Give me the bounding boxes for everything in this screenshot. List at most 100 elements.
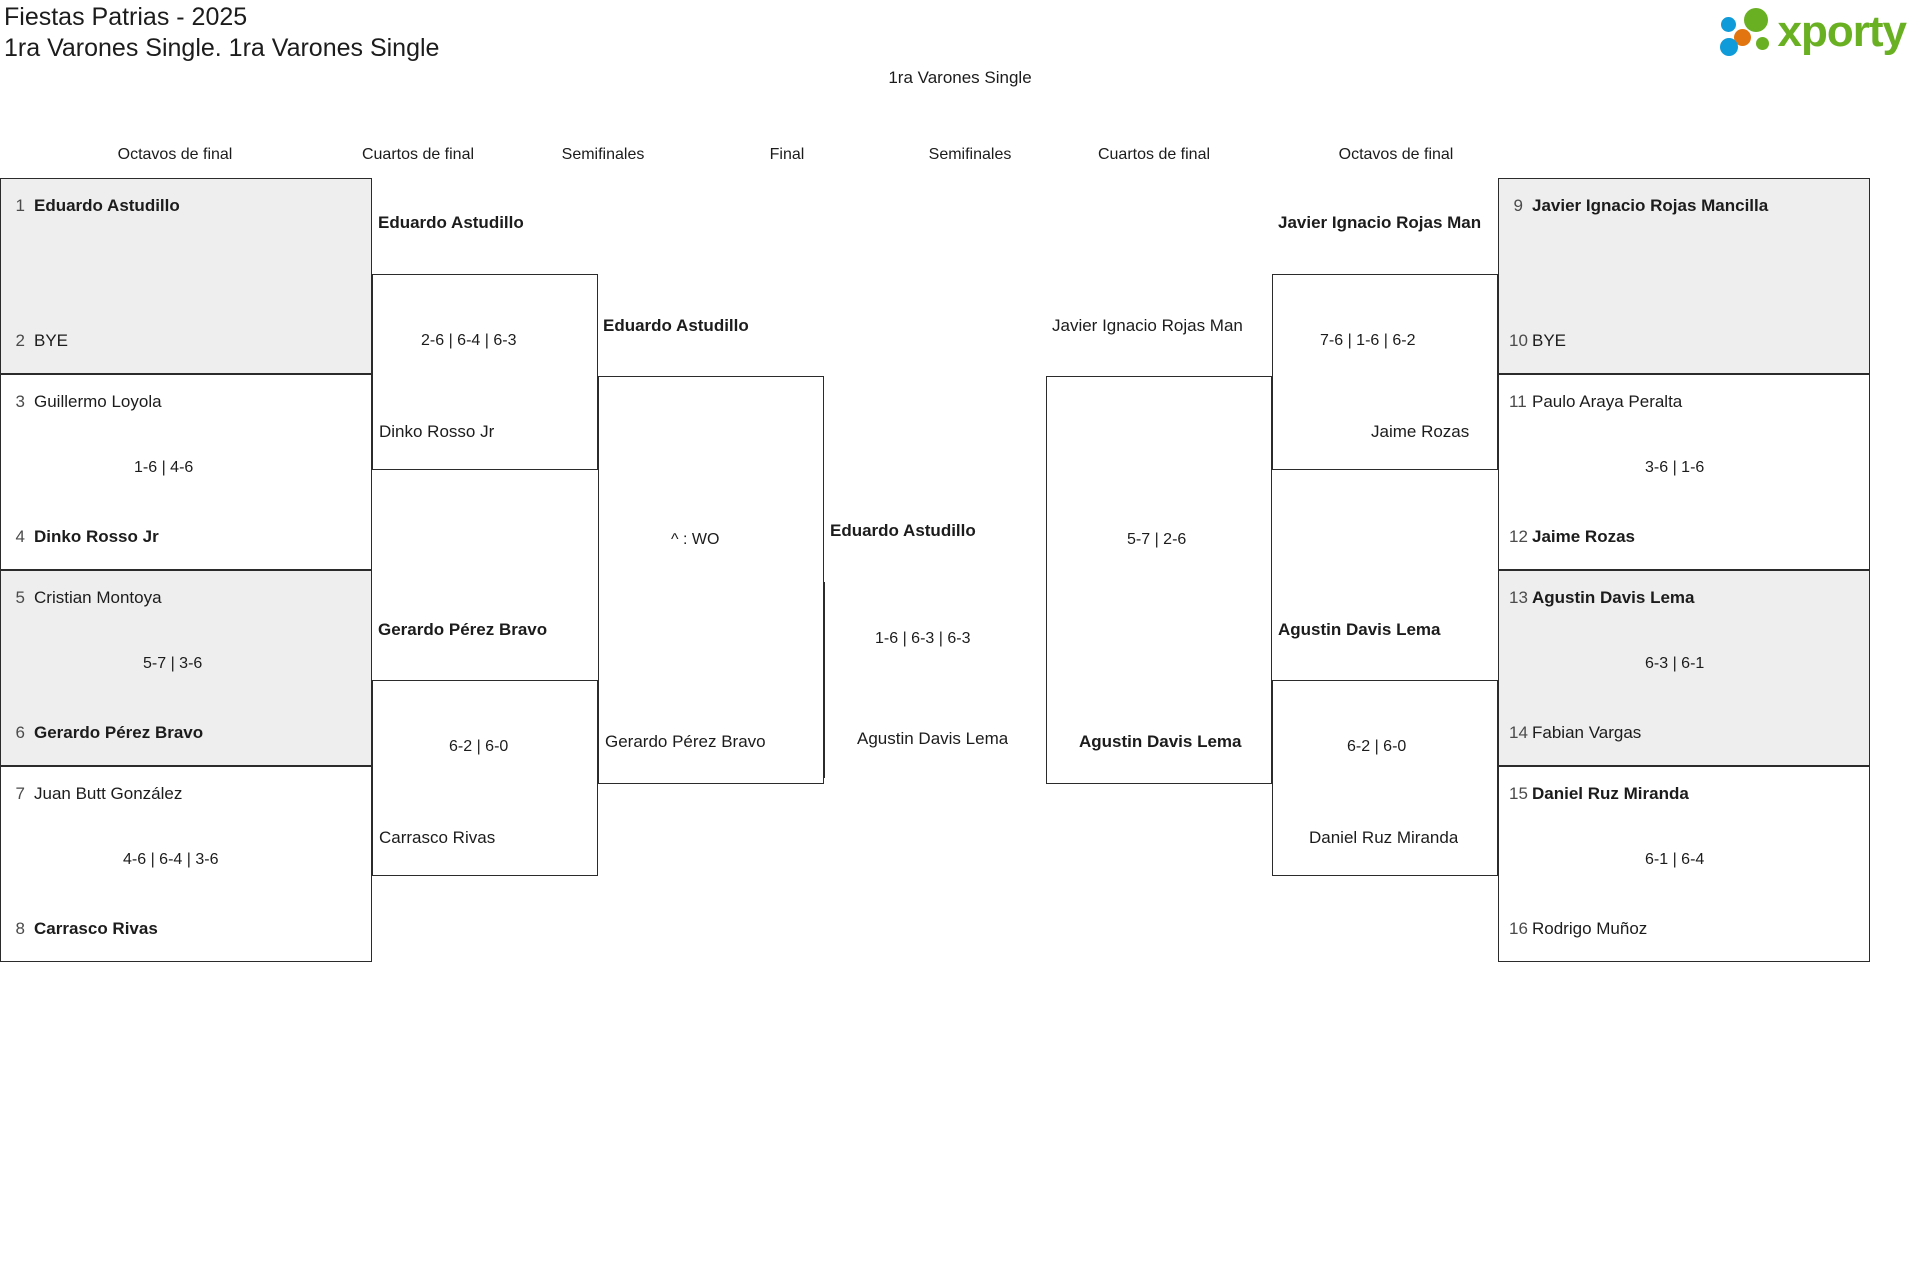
advancing-player-right-cuartos-1-bottom[interactable]: Jaime Rozas [1371, 422, 1470, 441]
player-slot-bottom[interactable]: 2 BYE [11, 331, 69, 351]
round-header-left-semis: Semifinales [561, 146, 645, 163]
match-box-right-semis-1[interactable]: 5-7 | 2-6 Agustin Davis Lema [1046, 376, 1272, 784]
seed-number: 13 [1509, 588, 1528, 607]
match-score: 2-6 | 6-4 | 6-3 [421, 332, 517, 349]
advancing-player-right-cuartos-2-bottom[interactable]: Daniel Ruz Miranda [1309, 828, 1459, 847]
player-name: Gerardo Pérez Bravo [34, 723, 204, 742]
xporty-logo[interactable]: xporty [1718, 4, 1907, 60]
player-name: Guillermo Loyola [34, 392, 162, 411]
player-name: Juan Butt González [34, 784, 183, 803]
match-score: 4-6 | 6-4 | 3-6 [123, 851, 219, 868]
player-name: Fabian Vargas [1532, 723, 1642, 742]
round-header-left-cuartos: Cuartos de final [361, 146, 475, 163]
round-header-right-semis: Semifinales [928, 146, 1012, 163]
player-name: Eduardo Astudillo [34, 196, 180, 215]
player-name: BYE [34, 331, 69, 350]
advancing-player-right-semis-top[interactable]: Javier Ignacio Rojas Man [1052, 316, 1243, 335]
match-score: ^ : WO [671, 531, 720, 548]
match-box-right-cuartos-2[interactable]: 6-2 | 6-0 Daniel Ruz Miranda [1272, 680, 1498, 876]
seed-number: 11 [1509, 392, 1527, 411]
match-score: 6-2 | 6-0 [449, 738, 509, 755]
advancing-player-left-cuartos-1-top[interactable]: Eduardo Astudillo [378, 213, 524, 232]
match-box-left-cuartos-1[interactable]: 2-6 | 6-4 | 6-3 Dinko Rosso Jr [372, 274, 598, 470]
match-score: 6-2 | 6-0 [1347, 738, 1407, 755]
match-box-final[interactable]: 1-6 | 6-3 | 6-3 Agustin Davis Lema [824, 582, 1050, 778]
seed-number: 5 [15, 588, 25, 607]
player-name: Dinko Rosso Jr [34, 527, 159, 546]
match-box-left-cuartos-2[interactable]: 6-2 | 6-0 Carrasco Rivas [372, 680, 598, 876]
player-slot-top[interactable]: 9 Javier Ignacio Rojas Mancilla [1509, 196, 1769, 216]
logo-wordmark: xporty [1777, 7, 1907, 56]
advancing-player-right-cuartos-1-top[interactable]: Javier Ignacio Rojas Man [1278, 213, 1482, 232]
finalist-bottom[interactable]: Agustin Davis Lema [857, 729, 1009, 748]
seed-number: 8 [15, 919, 25, 938]
match-score: 7-6 | 1-6 | 6-2 [1320, 332, 1416, 349]
finalist-top[interactable]: Eduardo Astudillo [830, 521, 976, 540]
advancing-player-left-semis-bottom[interactable]: Gerardo Pérez Bravo [605, 732, 766, 751]
player-name: Javier Ignacio Rojas Mancilla [1532, 196, 1769, 215]
xporty-dots-icon [1718, 7, 1774, 57]
player-slot-bottom[interactable]: 4 Dinko Rosso Jr [11, 527, 159, 547]
seed-number: 16 [1509, 919, 1528, 938]
seed-number: 9 [1513, 196, 1523, 215]
seed-number: 6 [15, 723, 25, 742]
player-slot-top[interactable]: 7 Juan Butt González [11, 784, 183, 804]
seed-number: 1 [15, 196, 25, 215]
match-box-left-octavos-1[interactable]: 1 Eduardo Astudillo 2 BYE [0, 178, 372, 374]
advancing-player-left-cuartos-2-bottom[interactable]: Carrasco Rivas [379, 828, 496, 847]
player-name: Carrasco Rivas [34, 919, 158, 938]
advancing-player-right-cuartos-2-top[interactable]: Agustin Davis Lema [1278, 620, 1441, 639]
match-box-left-semis-1[interactable]: ^ : WO Gerardo Pérez Bravo [598, 376, 824, 784]
player-name: Daniel Ruz Miranda [1532, 784, 1689, 803]
seed-number: 12 [1509, 527, 1528, 546]
player-name: Cristian Montoya [34, 588, 162, 607]
seed-number: 4 [15, 527, 25, 546]
seed-number: 15 [1509, 784, 1528, 803]
player-slot-top[interactable]: 5 Cristian Montoya [11, 588, 162, 608]
match-box-right-cuartos-1[interactable]: 7-6 | 1-6 | 6-2 Jaime Rozas [1272, 274, 1498, 470]
tournament-category: 1ra Varones Single. 1ra Varones Single [4, 34, 440, 62]
advancing-player-left-cuartos-2-top[interactable]: Gerardo Pérez Bravo [378, 620, 548, 639]
match-score: 3-6 | 1-6 [1645, 459, 1705, 476]
match-score: 5-7 | 2-6 [1127, 531, 1187, 548]
player-name: Rodrigo Muñoz [1532, 919, 1648, 938]
tournament-name: Fiestas Patrias - 2025 [4, 3, 248, 31]
player-name: Paulo Araya Peralta [1532, 392, 1683, 411]
seed-number: 2 [15, 331, 25, 350]
match-score: 6-3 | 6-1 [1645, 655, 1705, 672]
bracket-title: 1ra Varones Single [888, 68, 1032, 87]
advancing-player-right-semis-bottom[interactable]: Agustin Davis Lema [1079, 732, 1242, 751]
player-name: Jaime Rozas [1532, 527, 1635, 546]
seed-number: 10 [1509, 331, 1528, 350]
player-slot-bottom[interactable]: 6 Gerardo Pérez Bravo [11, 723, 204, 743]
seed-number: 7 [15, 784, 25, 803]
player-slot-top[interactable]: 3 Guillermo Loyola [11, 392, 162, 412]
player-slot-top[interactable]: 11 Paulo Araya Peralta [1509, 392, 1682, 412]
match-score: 1-6 | 6-3 | 6-3 [875, 630, 971, 647]
player-slot-top[interactable]: 1 Eduardo Astudillo [11, 196, 180, 216]
advancing-player-left-cuartos-1-bottom[interactable]: Dinko Rosso Jr [379, 422, 495, 441]
seed-number: 14 [1509, 723, 1528, 742]
tournament-title-block: Fiestas Patrias - 2025 1ra Varones Singl… [4, 2, 439, 64]
advancing-player-left-semis-top[interactable]: Eduardo Astudillo [603, 316, 749, 335]
round-header-right-octavos: Octavos de final [1338, 146, 1454, 163]
round-header-left-octavos: Octavos de final [117, 146, 233, 163]
seed-number: 3 [15, 392, 25, 411]
player-name: Agustin Davis Lema [1532, 588, 1695, 607]
match-score: 6-1 | 6-4 [1645, 851, 1705, 868]
round-header-final: Final [769, 146, 805, 163]
player-slot-bottom[interactable]: 8 Carrasco Rivas [11, 919, 158, 939]
match-box-left-octavos-4[interactable]: 7 Juan Butt González 4-6 | 6-4 | 3-6 8 Car… [0, 766, 372, 962]
